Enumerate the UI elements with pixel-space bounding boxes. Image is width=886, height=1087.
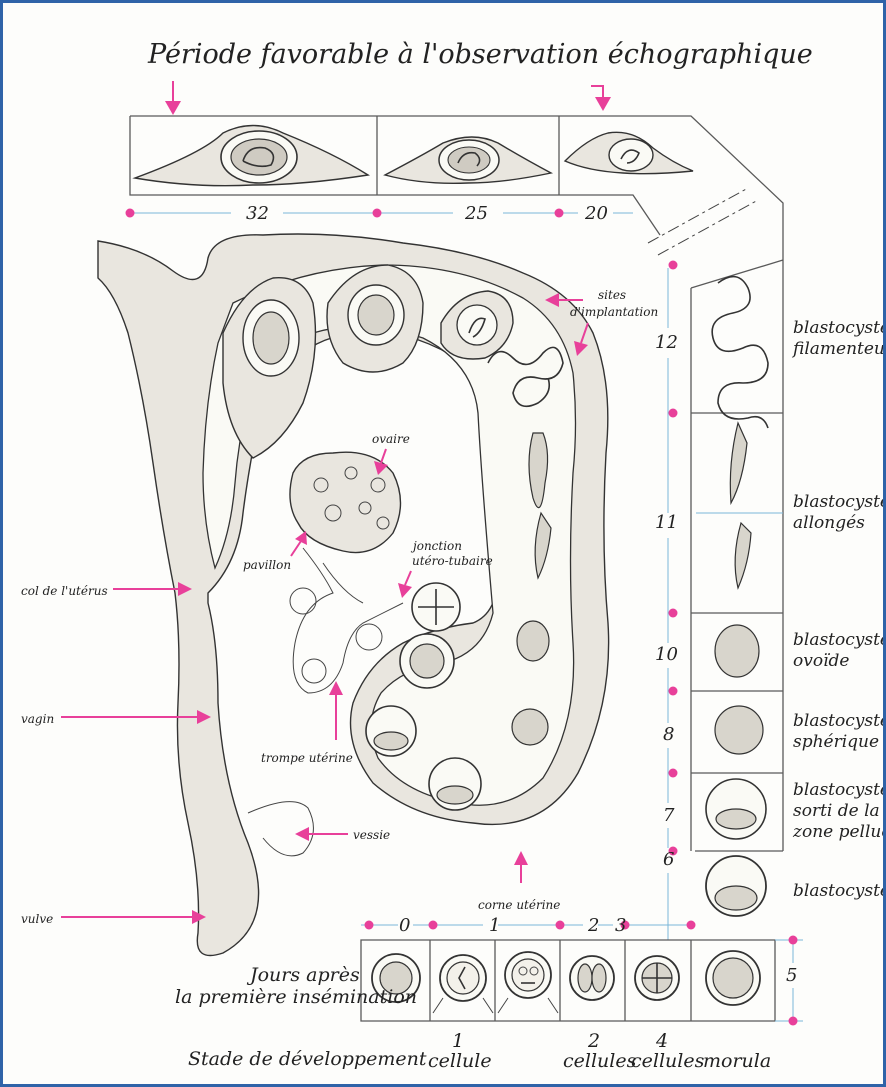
- stage-spherique-2: sphérique: [793, 732, 879, 752]
- reproduction-diagram: Période favorable à l'observation échogr…: [3, 3, 886, 1087]
- morula-stage: [706, 951, 760, 1005]
- fetus-day-32: [135, 126, 368, 186]
- stade-label: Stade de développement: [188, 1048, 427, 1070]
- stage-blastocyste: blastocyste: [793, 881, 886, 901]
- day-label-6: 6: [663, 849, 674, 870]
- stage-2-number: 2: [587, 1030, 600, 1052]
- day-label-10: 10: [655, 644, 678, 665]
- day-label-25: 25: [464, 203, 488, 224]
- bottom-cell-row: 0 1 2 3 5: [175, 915, 803, 1072]
- jours-label-2: la première insémination: [175, 986, 417, 1008]
- day-label-5: 5: [786, 965, 797, 986]
- stage-ovoide-1: blastocyste: [793, 630, 886, 650]
- day-label-3: 3: [615, 915, 626, 936]
- scale-dot: [126, 209, 135, 218]
- one-cell-stage: [433, 955, 493, 1013]
- day-label-0: 0: [399, 915, 410, 936]
- ovoid-blastocyst: [715, 625, 759, 677]
- stage-1-number: 1: [452, 1030, 464, 1052]
- label-corne: corne utérine: [478, 898, 560, 912]
- jours-label-1: Jours après: [246, 964, 360, 986]
- title-arrow-right: [591, 86, 603, 98]
- scale-dot: [373, 209, 382, 218]
- label-vagin: vagin: [21, 712, 54, 726]
- day-label-1: 1: [489, 915, 500, 936]
- four-cell-stage: [635, 956, 679, 1000]
- label-jonction-2: utéro-tubaire: [412, 554, 493, 568]
- label-vessie: vessie: [353, 828, 390, 842]
- day-label-12: 12: [655, 332, 678, 353]
- label-trompe: trompe utérine: [261, 751, 353, 765]
- stage-spherique-1: blastocyste: [793, 711, 886, 731]
- title-arrow-right-head: [595, 97, 611, 111]
- label-col: col de l'utérus: [21, 584, 108, 598]
- spherical-blastocyst: [715, 706, 763, 754]
- label-ovaire: ovaire: [372, 432, 410, 446]
- stage-morula-label: morula: [703, 1050, 771, 1072]
- horn-spherical: [512, 709, 548, 745]
- stage-1-label: cellule: [428, 1050, 492, 1072]
- one-cell-stage-b: [498, 952, 558, 1013]
- bladder-drawing: [248, 802, 313, 856]
- label-vulve: vulve: [21, 912, 53, 926]
- fetus-day-25: [385, 137, 551, 183]
- label-pavillon: pavillon: [243, 558, 291, 572]
- scale-dot: [555, 209, 564, 218]
- day-label-7: 7: [663, 805, 675, 826]
- stage-sorti-3: zone pellucide: [792, 822, 886, 842]
- stage-allonges-2: allongés: [793, 513, 865, 533]
- label-sites: sites: [598, 288, 626, 302]
- elongated-blastocyst-1: [730, 423, 747, 503]
- stage-sorti-2: sorti de la: [793, 801, 880, 821]
- label-jonction: jonction: [410, 539, 462, 553]
- filamentous-blastocyst: [712, 277, 768, 428]
- figure-title: Période favorable à l'observation échogr…: [147, 39, 813, 70]
- day-label-20: 20: [584, 203, 608, 224]
- day-label-2: 2: [587, 915, 599, 936]
- title-arrow-left-head: [165, 101, 181, 115]
- stage-4-number: 4: [655, 1030, 668, 1052]
- stage-filamenteux-2: filamenteux: [791, 339, 886, 359]
- top-day-scale: 32 25 20: [126, 203, 634, 224]
- label-sites-2: d'implantation: [570, 305, 658, 319]
- day-label-32: 32: [246, 203, 269, 224]
- stage-ovoide-2: ovoïde: [793, 651, 849, 671]
- day-label-8: 8: [663, 724, 674, 745]
- day-label-11: 11: [655, 512, 678, 533]
- stage-2-label: cellules: [563, 1050, 637, 1072]
- uterus-drawing: [98, 234, 609, 956]
- stage-sorti-1: blastocyste: [793, 780, 886, 800]
- fetus-day-20: [565, 132, 693, 173]
- two-cell-stage: [570, 956, 614, 1000]
- stage-4-label: cellules: [631, 1050, 705, 1072]
- elongated-blastocyst-2: [735, 523, 751, 588]
- horn-ovoid: [517, 621, 549, 661]
